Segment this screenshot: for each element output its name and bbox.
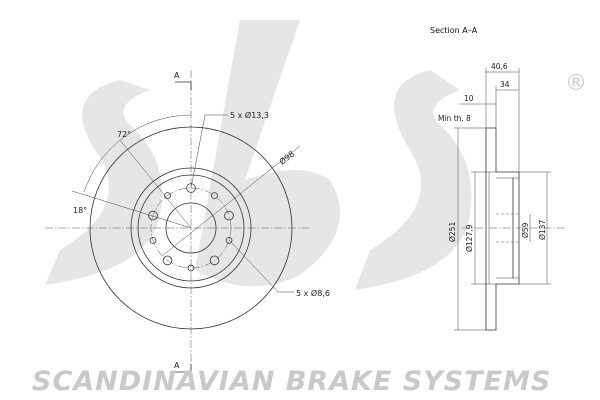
hat-outer-circle bbox=[130, 167, 252, 289]
label-small-holes: 5 x Ø8,6 bbox=[296, 288, 330, 298]
small-hole bbox=[211, 192, 218, 200]
label-overall-height: 40,6 bbox=[491, 62, 508, 71]
sbs-logo-watermark bbox=[45, 20, 472, 290]
label-outer-diameter: Ø251 bbox=[448, 222, 457, 242]
angle-72-ray bbox=[119, 139, 192, 229]
bolt-hole bbox=[148, 210, 158, 221]
label-angle-18: 18° bbox=[73, 206, 87, 215]
section-title: Section A–A bbox=[430, 26, 478, 35]
label-hat-outer: Ø137 bbox=[538, 220, 547, 240]
section-arrow-top bbox=[175, 81, 192, 90]
label-hat-height: 34 bbox=[500, 80, 510, 89]
section-view: Section A–A 40,6 34 10 Min th. 8 Ø251 Ø1… bbox=[430, 26, 565, 331]
bolt-hole bbox=[162, 255, 173, 266]
registered-mark: ® bbox=[565, 71, 587, 96]
bolt-holes bbox=[148, 183, 234, 266]
angle-18-ray bbox=[71, 190, 192, 229]
small-hole bbox=[225, 236, 233, 244]
section-arrow-bottom bbox=[175, 364, 192, 373]
disc-outer-circle bbox=[89, 126, 293, 330]
label-center-bore: Ø59 bbox=[521, 222, 530, 238]
section-marker-bottom: A bbox=[174, 361, 180, 370]
center-bore-circle bbox=[165, 202, 217, 254]
label-disc-thickness: 10 bbox=[464, 94, 474, 103]
small-hole bbox=[187, 264, 195, 272]
label-min-thickness: Min th. 8 bbox=[438, 114, 471, 123]
angle-72-arc bbox=[83, 114, 192, 193]
bolt-hole bbox=[209, 255, 220, 266]
label-hat-diameter: Ø127,9 bbox=[465, 224, 474, 252]
bolt-hole bbox=[224, 210, 234, 221]
label-bolt-holes: 5 x Ø13,3 bbox=[230, 110, 269, 120]
bolt-hole bbox=[186, 183, 196, 193]
disc-profile bbox=[485, 127, 520, 331]
small-hole bbox=[149, 236, 157, 244]
label-angle-72: 72° bbox=[117, 130, 131, 139]
logo-s-left bbox=[45, 80, 162, 285]
brand-text: SCANDINAVIAN BRAKE SYSTEMS bbox=[32, 366, 551, 397]
pcd-dimension-line bbox=[161, 145, 301, 257]
leader-bolt-holes bbox=[190, 114, 228, 189]
section-marker-top: A bbox=[174, 71, 180, 80]
pitch-circle bbox=[150, 187, 232, 269]
leader-small-holes bbox=[228, 239, 294, 293]
logo-b bbox=[195, 20, 340, 287]
logo-s-right bbox=[355, 70, 472, 290]
hat-inner-circle bbox=[137, 174, 245, 282]
